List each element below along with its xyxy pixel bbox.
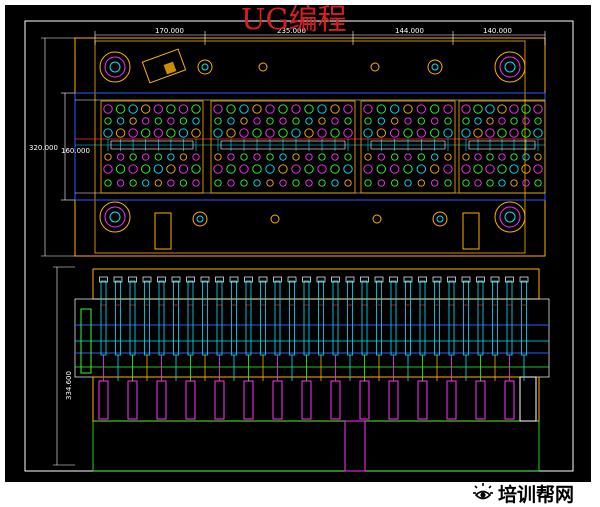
- punch: [171, 276, 181, 381]
- punch: [432, 276, 442, 381]
- side-block-left: [154, 212, 172, 250]
- punch: [113, 276, 123, 381]
- punch: [272, 276, 283, 420]
- punch: [287, 276, 297, 381]
- mold-drawing: 170.000 235.000 144.000 140.000 320.000 …: [24, 5, 574, 472]
- punch: [316, 276, 326, 381]
- drawing-border: [24, 20, 574, 472]
- station-block: [100, 100, 204, 194]
- dimension-left-inner: 160.000: [61, 147, 90, 155]
- station-blocks: [100, 100, 546, 194]
- edge-holes: [192, 59, 448, 227]
- dimension-top-2: 235.000: [277, 27, 306, 35]
- punch: [403, 276, 413, 381]
- cad-drawing-canvas: 170.000 235.000 144.000 140.000 320.000 …: [5, 5, 591, 482]
- punch: [417, 276, 428, 420]
- section-view: [74, 268, 550, 472]
- feeder-block: [141, 48, 187, 84]
- punch: [258, 276, 268, 381]
- top-dimensions: [94, 31, 546, 45]
- scrap-chute: [344, 420, 366, 472]
- dimension-top-1: 170.000: [155, 27, 184, 35]
- top-plate-inner: [94, 40, 526, 254]
- lower-shoe: [92, 420, 540, 472]
- punch: [127, 276, 138, 420]
- side-block-right: [462, 212, 480, 250]
- punch: [243, 276, 254, 420]
- punch: [142, 276, 152, 381]
- punch: [359, 276, 370, 420]
- punch: [156, 276, 167, 420]
- watermark-text: 培训帮网: [498, 483, 575, 506]
- guide-posts: [99, 51, 526, 233]
- punch: [475, 276, 486, 420]
- punch: [519, 276, 529, 381]
- punch: [301, 276, 312, 420]
- punch: [374, 276, 384, 381]
- punch: [200, 276, 210, 381]
- dimension-left-outer: 320.000: [29, 144, 58, 152]
- dimension-bottom-left: 334.600: [65, 371, 73, 400]
- drawing-title: UG编程: [241, 5, 347, 36]
- station-block: [360, 100, 456, 194]
- left-dimensions: [41, 37, 75, 466]
- punch: [461, 276, 471, 381]
- dimension-top-3: 144.000: [395, 27, 424, 35]
- punch: [330, 276, 341, 420]
- punch: [214, 276, 225, 420]
- station-block: [458, 100, 546, 194]
- plan-view: [74, 37, 546, 257]
- punch-array: [98, 276, 529, 420]
- watermark: 培训帮网: [472, 482, 575, 506]
- punch: [490, 276, 500, 381]
- station-block: [210, 100, 356, 194]
- punch: [185, 276, 196, 420]
- punch: [446, 276, 457, 420]
- dimension-top-4: 140.000: [483, 27, 512, 35]
- eye-sun-logo-icon: [473, 483, 493, 500]
- punch: [345, 276, 355, 381]
- punch: [504, 276, 515, 420]
- die-plate: [92, 376, 540, 422]
- punch: [229, 276, 239, 381]
- punch: [388, 276, 399, 420]
- top-clamp-plate: [92, 268, 540, 300]
- punch: [98, 276, 109, 420]
